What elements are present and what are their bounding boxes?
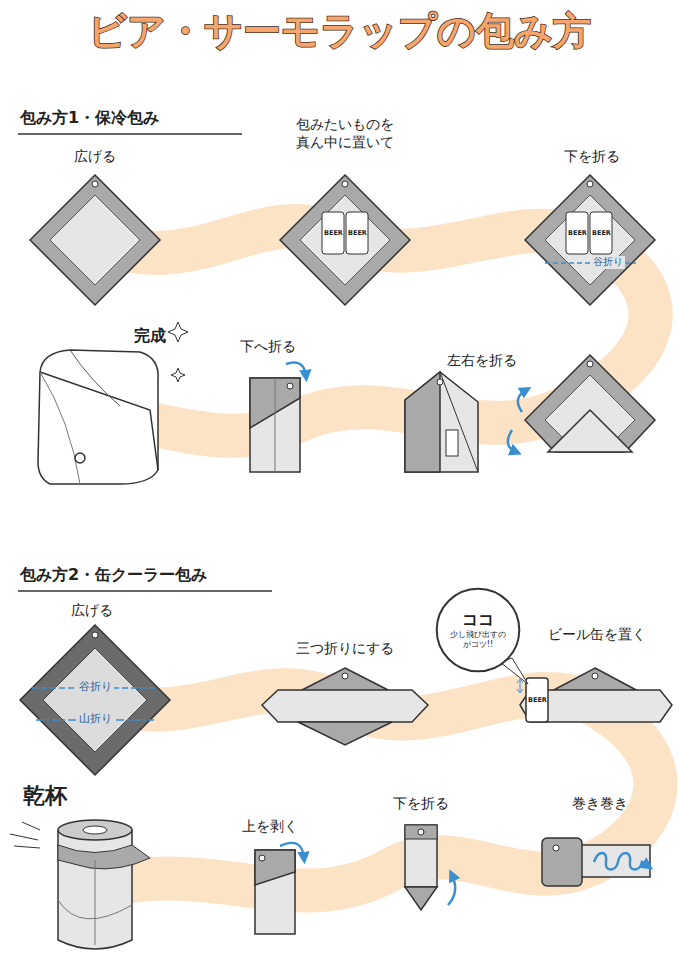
step-label: 下へ折る <box>240 338 296 356</box>
step-label: 上を剥く <box>242 818 298 836</box>
can-label: BEER <box>324 229 343 237</box>
step-label: 広げる <box>74 148 116 166</box>
section-heading: 包み方2・缶クーラー包み <box>20 565 207 585</box>
can-label: BEER <box>568 229 587 237</box>
step-label: ビール缶を置く <box>548 626 646 644</box>
step-label: 包みたいものを 真ん中に置いて <box>289 116 401 151</box>
page-title: ビア・サーモラップの包み方 <box>0 6 679 57</box>
can-label: BEER <box>592 229 611 237</box>
speech-bubble: ココ少し飛び出すのがコツ!! <box>435 587 521 673</box>
step-label: 三つ折りにする <box>296 640 394 658</box>
step-label: 完成 <box>134 326 166 346</box>
step-label: 下を折る <box>393 795 449 813</box>
section-heading: 包み方1・保冷包み <box>20 108 159 128</box>
step-label: 広げる <box>71 602 113 620</box>
bubble-note: 少し飛び出すのがコツ!! <box>449 630 507 650</box>
step-label: 山折り <box>77 712 114 726</box>
bubble-heading: ココ <box>462 610 494 629</box>
step-label: 左右を折る <box>447 352 517 370</box>
bubble-content: ココ少し飛び出すのがコツ!! <box>435 587 521 673</box>
step-label: 乾杯 <box>23 782 67 810</box>
step-label: 巻き巻き <box>572 795 628 813</box>
step-label: 谷折り <box>591 256 625 269</box>
step-label: 下を折る <box>564 148 620 166</box>
step-label: 谷折り <box>77 680 114 694</box>
can-label: BEER <box>528 696 547 704</box>
can-label: BEER <box>348 229 367 237</box>
